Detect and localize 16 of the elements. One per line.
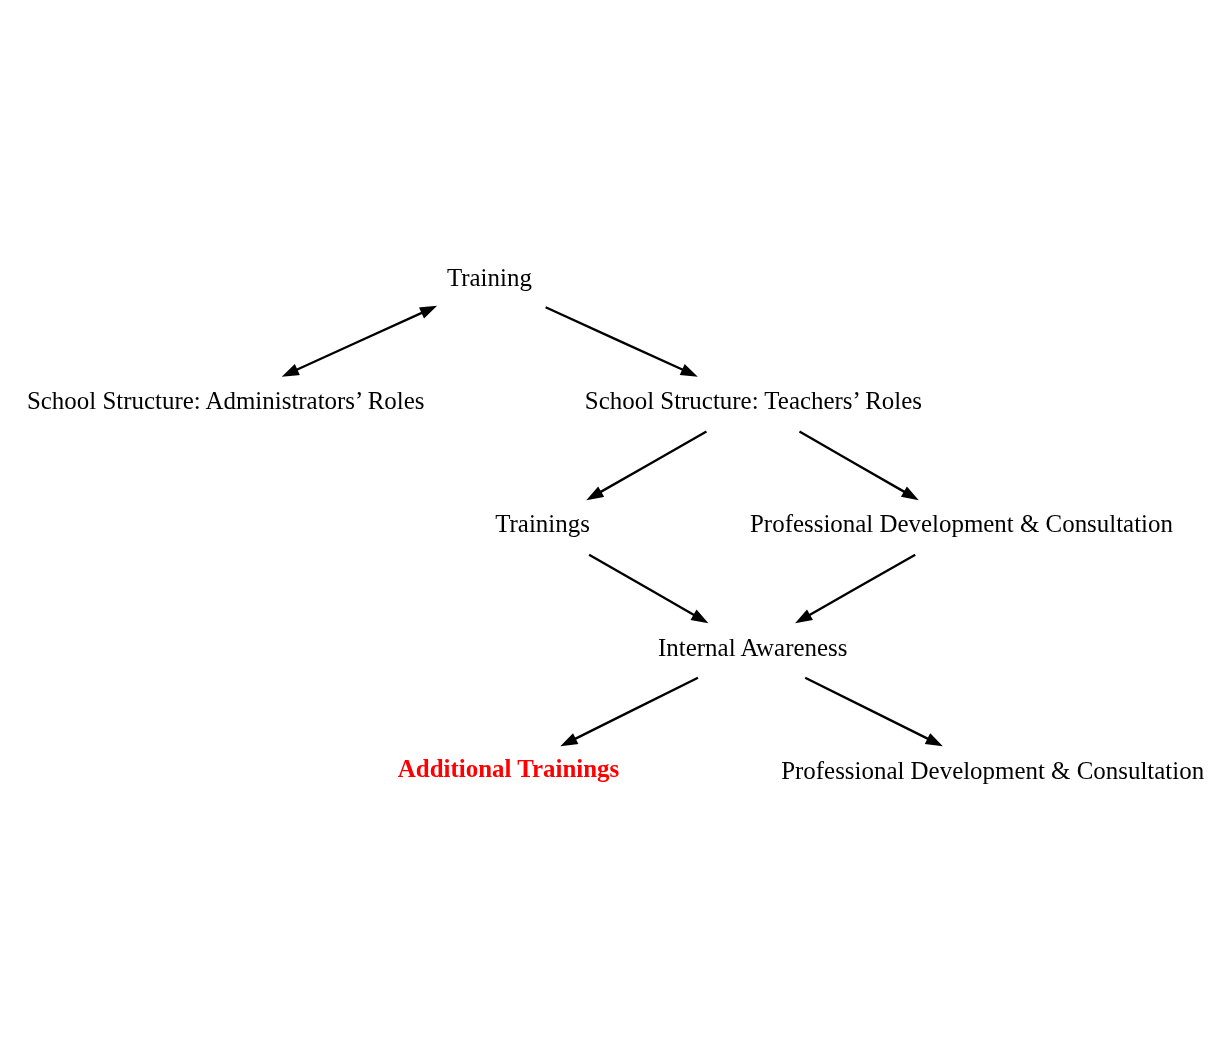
arrow bbox=[588, 553, 709, 623]
arrow bbox=[798, 430, 919, 500]
node-text: Professional Development & Consultation bbox=[750, 509, 1173, 537]
node-text: Professional Development & Consultation bbox=[781, 756, 1205, 784]
arrow bbox=[804, 676, 943, 746]
arrow bbox=[795, 553, 916, 623]
node-text: Training bbox=[446, 263, 532, 291]
node-text: School Structure: Teachers’ Roles bbox=[584, 386, 922, 414]
arrow bbox=[281, 305, 438, 377]
arrow bbox=[545, 305, 698, 377]
node-text: Trainings bbox=[495, 509, 590, 537]
node-text: Additional Trainings bbox=[397, 754, 620, 782]
node-text: Internal Awareness bbox=[658, 633, 848, 661]
arrow bbox=[560, 676, 699, 746]
arrow bbox=[586, 430, 708, 500]
node-text: School Structure: Administrators’ Roles bbox=[26, 386, 425, 414]
